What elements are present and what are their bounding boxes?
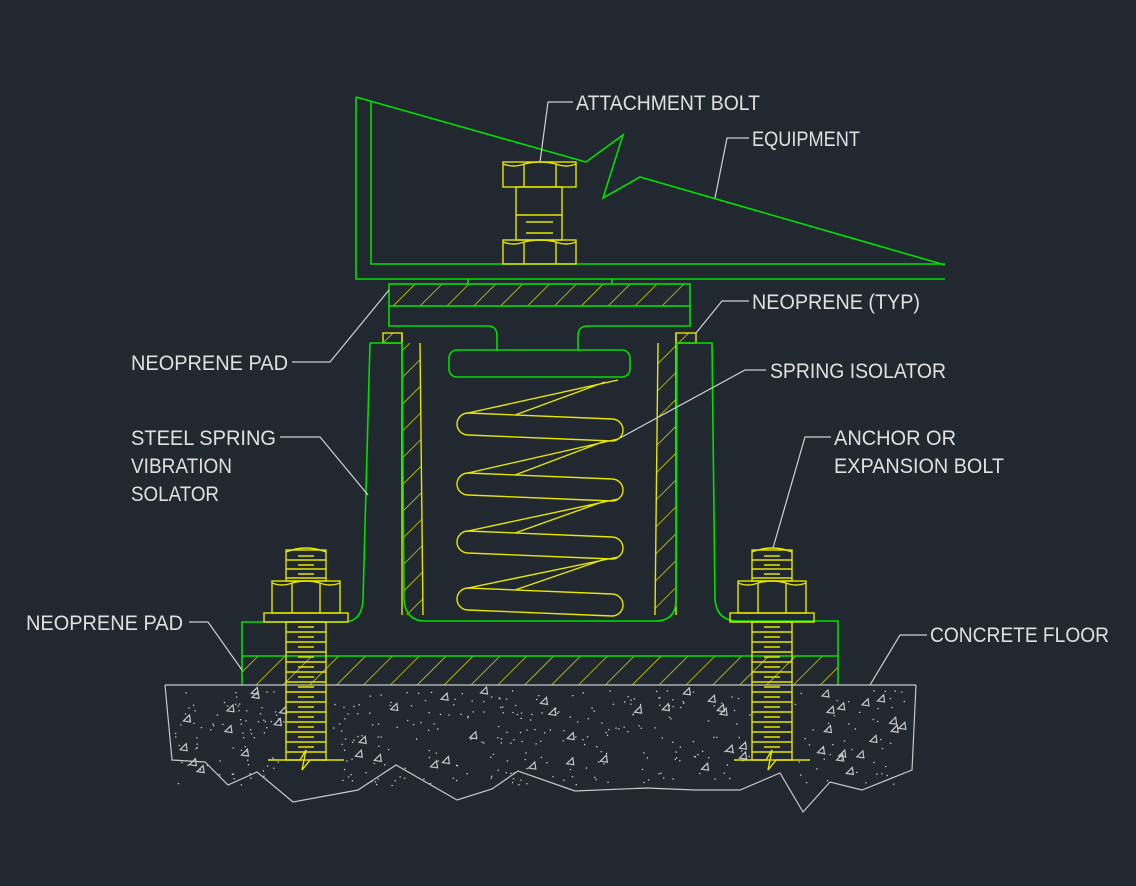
aggregate-triangle [527,760,537,770]
aggregate-triangle [707,693,717,703]
concrete-floor [164,684,917,814]
aggregate-triangle [429,759,439,769]
aggregate-triangle [823,724,833,734]
aggregate-triangle [468,730,478,740]
label-anchor-line2: EXPANSION BOLT [834,455,1004,478]
aggregate-triangle [715,703,725,713]
aggregate-triangle [250,686,259,696]
aggregate-triangle [889,723,899,733]
aggregate-triangle [700,761,710,771]
aggregate-triangle [682,686,692,696]
bolt-shank [751,621,793,761]
aggregate-triangle [565,756,575,766]
aggregate-triangle [738,740,748,750]
anchor-nut [737,580,807,614]
aggregate-triangle [738,750,748,760]
leader-lines [189,101,927,686]
concrete-aggregate [175,690,905,787]
label-neoprene-pad-upper: NEOPRENE PAD [131,352,288,375]
washer [263,612,349,623]
aggregate-triangle [897,721,907,731]
aggregate-triangle [661,702,671,712]
bolt-shank [285,621,327,761]
aggregate-triangle [547,707,557,717]
label-concrete-floor: CONCRETE FLOOR [930,624,1109,647]
anchor-bolt [729,547,815,771]
aggregate-triangle [225,703,235,713]
label-attachment-bolt: ATTACHMENT BOLT [576,92,760,115]
aggregate-triangle [860,697,870,707]
aggregate-triangle [357,735,367,745]
aggregate-triangle [825,705,835,714]
spring-coil [456,379,624,617]
aggregate-triangle [835,752,845,762]
aggregate-triangle [223,724,233,734]
aggregate-triangle [188,757,198,767]
aggregate-triangle [389,702,399,712]
spring-coil-turn [456,472,624,502]
attachment-bolt [502,161,577,265]
aggregate-triangle [836,701,846,711]
aggregate-triangle [441,755,451,765]
aggregate-triangle [565,731,575,741]
aggregate-triangle [195,764,205,774]
equipment [355,96,946,280]
anchor-nut [271,580,341,614]
aggregate-triangle [539,696,549,706]
label-steel-spring-line1: STEEL SPRING [131,427,276,450]
top-neoprene-pad [388,279,691,378]
label-steel-spring-line3: SOLATOR [131,483,219,506]
spring-coil-turn [456,530,624,560]
spring-coil-diagonal [467,379,619,416]
aggregate-triangle [353,748,363,758]
label-neoprene-pad-lower: NEOPRENE PAD [26,612,183,635]
spring-coil-diagonal [467,438,619,476]
aggregate-triangle [273,717,283,727]
label-steel-spring-line2: VIBRATION [131,455,232,478]
aggregate-triangle [876,693,886,703]
aggregate-triangle [373,753,383,763]
aggregate-triangle [816,745,826,755]
label-spring-isolator: SPRING ISOLATOR [770,360,946,383]
aggregate-triangle [633,704,643,714]
aggregate-triangle [240,747,250,757]
aggregate-triangle [182,713,192,723]
label-neoprene-typ: NEOPRENE (TYP) [752,291,920,314]
aggregate-triangle [855,749,865,759]
aggregate-triangle [888,715,898,725]
break-line [734,749,810,771]
spring-housing [241,332,839,685]
aggregate-triangle [479,685,489,695]
base-neoprene-pad [242,655,839,685]
aggregate-triangle [250,690,260,700]
aggregate-triangle [599,753,609,763]
aggregate-triangle [837,748,847,758]
aggregate-triangle [845,766,855,776]
spring-coil-turn [456,587,624,617]
aggregate-triangle [820,688,830,698]
label-equipment: EQUIPMENT [752,128,860,151]
aggregate-triangle [439,691,449,701]
spring-coil-turn [456,412,624,442]
spring-coil-diagonal [467,498,619,534]
aggregate-triangle [868,734,878,744]
anchor-bolt [263,547,349,771]
break-line [268,749,344,771]
label-anchor-line1: ANCHOR OR [834,427,956,450]
aggregate-triangle [178,742,188,752]
aggregate-triangle [724,743,734,753]
spring-coil-diagonal [467,556,619,591]
